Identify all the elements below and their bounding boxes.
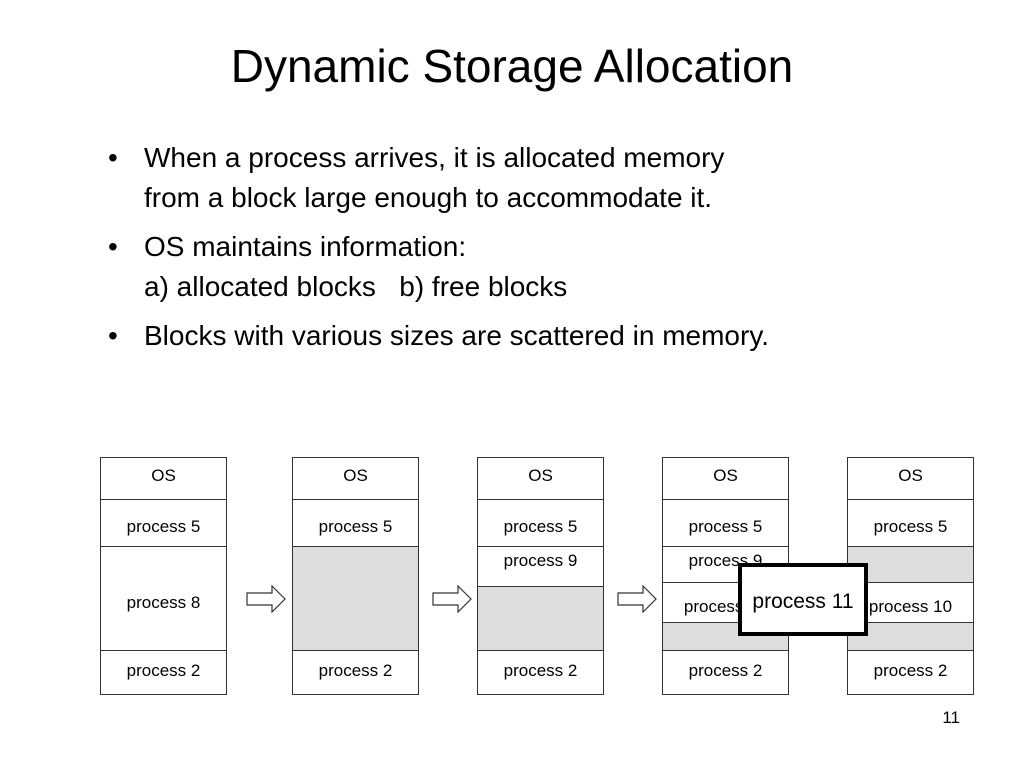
incoming-process-callout: process 11 xyxy=(738,563,868,636)
bullet-item: • When a process arrives, it is allocate… xyxy=(104,138,984,218)
bullet-text: a) allocated blocks b) free blocks xyxy=(144,271,568,302)
bullet-marker: • xyxy=(108,231,118,262)
memory-column-2: OS process 5 process 2 xyxy=(292,457,419,695)
memory-block: process 5 xyxy=(478,499,603,546)
free-block xyxy=(293,546,418,650)
memory-block: process 2 xyxy=(663,650,788,695)
memory-block: process 8 xyxy=(101,546,226,650)
memory-column-5: OS process 5 process 10 process 2 xyxy=(847,457,974,695)
right-arrow-icon xyxy=(432,585,472,613)
memory-column-3: OS process 5 process 9 process 2 xyxy=(477,457,604,695)
memory-column-1: OS process 5 process 8 process 2 xyxy=(100,457,227,695)
bullet-item: • Blocks with various sizes are scattere… xyxy=(104,316,984,356)
bullet-text: Blocks with various sizes are scattered … xyxy=(144,320,770,351)
bullet-item: • OS maintains information: a) allocated… xyxy=(104,227,984,307)
right-arrow-icon xyxy=(617,585,657,613)
memory-block: process 5 xyxy=(293,499,418,546)
bullet-text: from a block large enough to accommodate… xyxy=(144,182,713,213)
memory-block-os: OS xyxy=(528,466,553,485)
bullet-marker: • xyxy=(108,320,118,351)
memory-block-os: OS xyxy=(343,466,368,485)
memory-block-os: OS xyxy=(151,466,176,485)
memory-block: process 5 xyxy=(663,499,788,546)
memory-block-os: OS xyxy=(713,466,738,485)
memory-block: process 10 xyxy=(848,582,973,622)
memory-block: process 5 xyxy=(848,499,973,546)
free-block xyxy=(848,546,973,582)
memory-block-os: OS xyxy=(898,466,923,485)
free-block xyxy=(848,622,973,650)
memory-block: process 5 xyxy=(101,499,226,546)
bullet-marker: • xyxy=(108,142,118,173)
right-arrow-icon xyxy=(246,585,286,613)
memory-block: process 2 xyxy=(101,650,226,695)
page-number: 11 xyxy=(942,708,960,727)
free-block xyxy=(478,586,603,650)
memory-block: process 9 xyxy=(478,546,603,586)
memory-block: process 2 xyxy=(293,650,418,695)
bullet-text: OS maintains information: xyxy=(144,231,467,262)
bullet-list: • When a process arrives, it is allocate… xyxy=(104,138,984,365)
slide-title: Dynamic Storage Allocation xyxy=(230,40,794,92)
memory-block: process 2 xyxy=(848,650,973,695)
bullet-text: When a process arrives, it is allocated … xyxy=(144,142,725,173)
memory-block: process 2 xyxy=(478,650,603,695)
